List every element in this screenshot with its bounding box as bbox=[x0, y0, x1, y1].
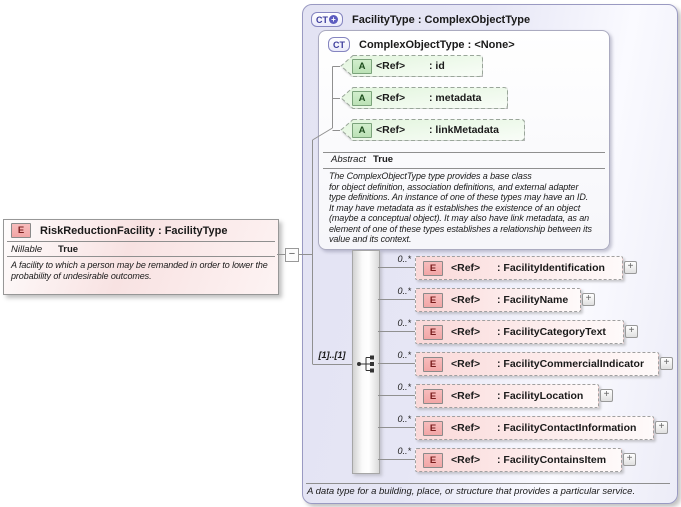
divider bbox=[7, 256, 275, 257]
nillable-property-row: Nillable True bbox=[4, 242, 278, 256]
occurrence-label: 0..* bbox=[397, 446, 411, 456]
element-icon: E bbox=[423, 324, 443, 340]
root-element-title: RiskReductionFacility : FacilityType bbox=[40, 224, 228, 237]
attribute-ref-label: <Ref> bbox=[376, 124, 406, 136]
attribute-tag-shape bbox=[340, 87, 508, 109]
root-element-header: E RiskReductionFacility : FacilityType bbox=[4, 220, 278, 241]
property-name: Nillable bbox=[11, 244, 43, 255]
element-icon: E bbox=[423, 292, 443, 308]
property-value: True bbox=[373, 154, 394, 165]
occurrence-label: 0..* bbox=[397, 318, 411, 328]
type-description: A data type for a building, place, or st… bbox=[307, 486, 636, 497]
attribute-name: : linkMetadata bbox=[429, 124, 500, 136]
expand-button[interactable]: + bbox=[624, 261, 637, 274]
element-name: : FacilityName bbox=[497, 294, 569, 306]
occurrence-label: 0..* bbox=[397, 286, 411, 296]
attribute-tag-shape bbox=[340, 119, 525, 141]
element-icon: E bbox=[423, 452, 443, 468]
element-facilitycontactinformation[interactable]: E <Ref> : FacilityContactInformation bbox=[415, 416, 654, 440]
complex-type-icon-label: CT bbox=[316, 14, 328, 25]
complex-type-title: FacilityType : ComplexObjectType bbox=[352, 13, 531, 26]
element-facilitycontainsitem[interactable]: E <Ref> : FacilityContainsItem bbox=[415, 448, 622, 472]
expand-button[interactable]: + bbox=[660, 357, 673, 370]
sequence-cardinality: [1]..[1] bbox=[318, 350, 346, 360]
occurrence-label: 0..* bbox=[397, 350, 411, 360]
property-name: Abstract bbox=[331, 154, 366, 165]
attribute-icon: A bbox=[352, 58, 372, 74]
attribute-metadata[interactable]: A <Ref> : metadata bbox=[340, 87, 508, 109]
element-ref-label: <Ref> bbox=[451, 454, 481, 466]
expand-button[interactable]: + bbox=[582, 293, 595, 306]
sequence-icon bbox=[357, 355, 374, 373]
element-name: : FacilityCategoryText bbox=[497, 326, 606, 338]
expand-button[interactable]: + bbox=[623, 453, 636, 466]
element-icon: E bbox=[423, 388, 443, 404]
complex-type-icon: CT bbox=[328, 37, 350, 52]
root-element-description: A facility to which a person may be rema… bbox=[11, 260, 268, 281]
abstract-property-row: Abstract True bbox=[331, 154, 393, 165]
complex-type-header[interactable]: CT+ FacilityType : ComplexObjectType bbox=[303, 5, 677, 27]
divider bbox=[323, 168, 605, 169]
element-ref-label: <Ref> bbox=[451, 262, 481, 274]
attribute-icon: A bbox=[352, 90, 372, 106]
divider bbox=[306, 483, 670, 484]
base-type-description: The ComplexObjectType type provides a ba… bbox=[329, 171, 592, 244]
attribute-ref-label: <Ref> bbox=[376, 60, 406, 72]
element-icon: E bbox=[423, 260, 443, 276]
occurrence-label: 0..* bbox=[397, 382, 411, 392]
element-ref-label: <Ref> bbox=[451, 294, 481, 306]
element-facilityidentification[interactable]: E <Ref> : FacilityIdentification bbox=[415, 256, 623, 280]
element-icon: E bbox=[11, 223, 31, 238]
attribute-id[interactable]: A <Ref> : id bbox=[340, 55, 483, 77]
complex-type-icon-label: CT bbox=[333, 39, 345, 50]
element-facilitycommercialindicator[interactable]: E <Ref> : FacilityCommercialIndicator bbox=[415, 352, 659, 376]
attribute-icon: A bbox=[352, 122, 372, 138]
root-element-box-riskreductionfacility[interactable]: E RiskReductionFacility : FacilityType N… bbox=[3, 219, 279, 295]
divider bbox=[7, 241, 275, 242]
expand-button[interactable]: + bbox=[600, 389, 613, 402]
element-name: : FacilityLocation bbox=[497, 390, 584, 402]
attribute-tag-shape bbox=[340, 55, 483, 77]
element-ref-label: <Ref> bbox=[451, 390, 481, 402]
occurrence-label: 0..* bbox=[397, 414, 411, 424]
property-value: True bbox=[58, 244, 79, 255]
base-type-title: ComplexObjectType : <None> bbox=[359, 38, 515, 51]
complex-type-plus-icon: CT+ bbox=[311, 12, 343, 27]
element-ref-label: <Ref> bbox=[451, 422, 481, 434]
element-ref-label: <Ref> bbox=[451, 358, 481, 370]
occurrence-label: 0..* bbox=[397, 254, 411, 264]
expand-button[interactable]: + bbox=[655, 421, 668, 434]
attribute-name: : metadata bbox=[429, 92, 482, 104]
attribute-ref-label: <Ref> bbox=[376, 92, 406, 104]
expand-button[interactable]: + bbox=[625, 325, 638, 338]
element-name: : FacilityContainsItem bbox=[497, 454, 607, 466]
plus-circle-icon: + bbox=[329, 15, 338, 24]
element-icon: E bbox=[423, 356, 443, 372]
element-ref-label: <Ref> bbox=[451, 326, 481, 338]
element-name: : FacilityIdentification bbox=[497, 262, 605, 274]
element-facilityname[interactable]: E <Ref> : FacilityName bbox=[415, 288, 581, 312]
base-type-header: CT ComplexObjectType : <None> bbox=[319, 31, 609, 52]
element-name: : FacilityContactInformation bbox=[497, 422, 637, 434]
element-name: : FacilityCommercialIndicator bbox=[497, 358, 645, 370]
element-facilitycategorytext[interactable]: E <Ref> : FacilityCategoryText bbox=[415, 320, 624, 344]
collapse-button[interactable]: − bbox=[285, 248, 299, 262]
element-facilitylocation[interactable]: E <Ref> : FacilityLocation bbox=[415, 384, 599, 408]
attribute-linkmetadata[interactable]: A <Ref> : linkMetadata bbox=[340, 119, 525, 141]
element-icon: E bbox=[423, 420, 443, 436]
attribute-name: : id bbox=[429, 60, 445, 72]
divider bbox=[323, 152, 605, 153]
